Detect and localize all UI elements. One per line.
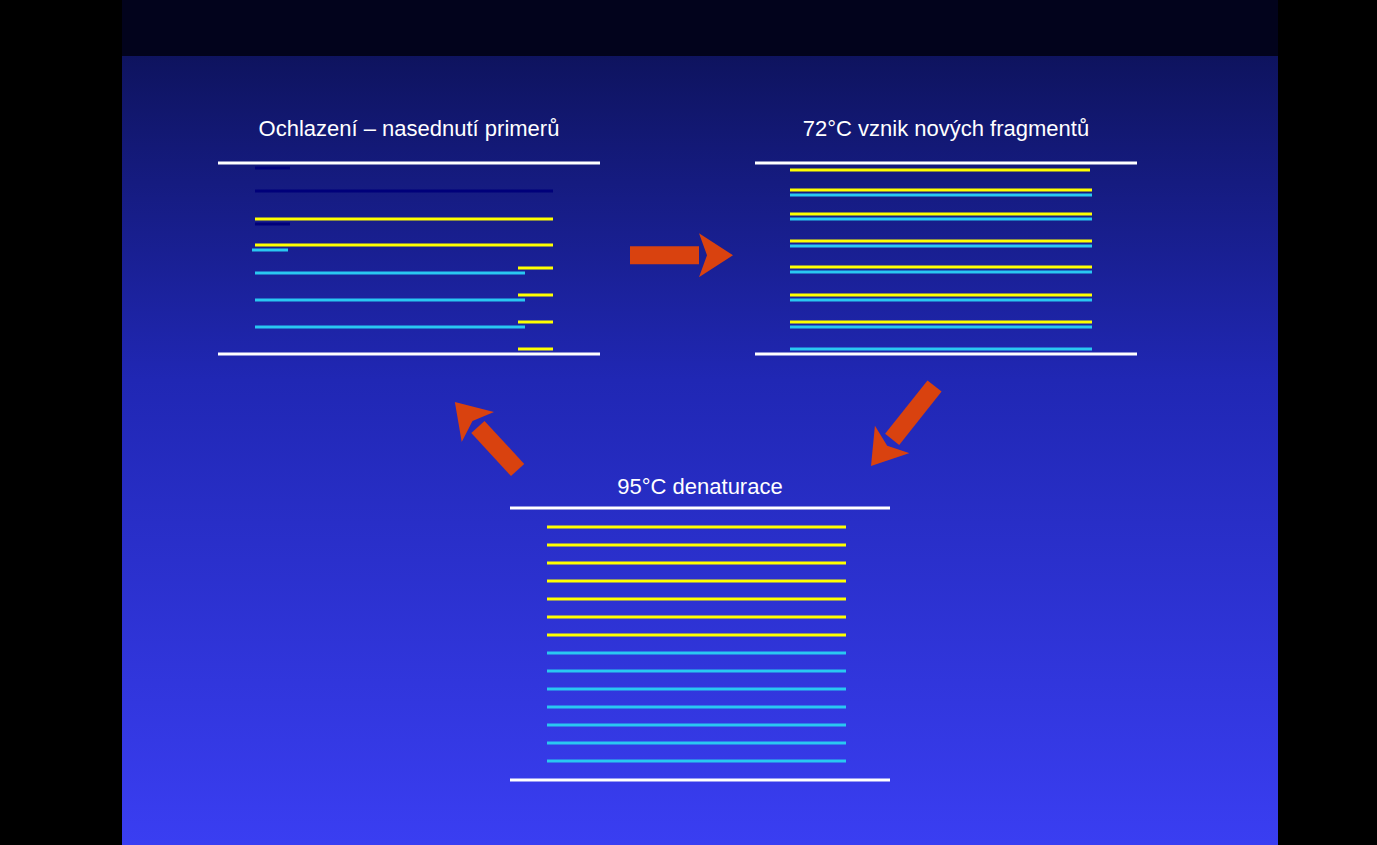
dna-strand: [255, 299, 525, 302]
dna-strand: [790, 271, 1092, 274]
dna-strand: [755, 162, 1137, 165]
cycle-arrow: [630, 246, 699, 264]
dna-strand: [252, 249, 288, 252]
dna-strand: [790, 169, 1090, 172]
dna-strand: [547, 598, 846, 601]
dna-strand: [547, 634, 846, 637]
dna-strand: [790, 294, 1092, 297]
dna-strand: [547, 616, 846, 619]
background: [122, 0, 1278, 845]
dna-strand: [255, 190, 553, 193]
dna-strand: [547, 670, 846, 673]
dna-strand: [547, 706, 846, 709]
dna-strand: [547, 760, 846, 763]
dna-strand: [790, 240, 1092, 243]
dna-strand: [255, 167, 290, 170]
dna-strand: [790, 194, 1092, 197]
step-title: 95°C denaturace: [510, 474, 890, 500]
dna-strand: [255, 326, 525, 329]
dna-strand: [790, 218, 1092, 221]
dna-strand: [790, 326, 1092, 329]
dna-strand: [790, 266, 1092, 269]
dna-strand: [510, 507, 890, 510]
dna-strand: [790, 213, 1092, 216]
pcr-step-panel: Ochlazení – nasednutí primerů: [218, 116, 600, 356]
dna-strand: [510, 779, 890, 782]
cycle-arrow: [892, 386, 934, 439]
dna-strands: [218, 163, 1137, 780]
dna-strand: [547, 526, 846, 529]
dna-strand: [790, 245, 1092, 248]
step-title: Ochlazení – nasednutí primerů: [218, 116, 600, 142]
step-title: 72°C vznik nových fragmentů: [755, 116, 1137, 142]
dna-strand: [547, 544, 846, 547]
dna-strand: [255, 272, 525, 275]
dna-strand: [255, 218, 553, 221]
dna-strand: [218, 353, 600, 356]
dna-strand: [547, 742, 846, 745]
dna-strand: [218, 162, 600, 165]
dna-strand: [790, 299, 1092, 302]
dna-strand: [518, 321, 553, 324]
dna-strand: [547, 688, 846, 691]
cycle-arrow: [478, 427, 518, 470]
dna-strand: [255, 223, 290, 226]
pcr-step-panel: 72°C vznik nových fragmentů: [755, 116, 1137, 356]
dna-strand: [547, 652, 846, 655]
dna-strand: [518, 267, 553, 270]
dna-strand: [255, 244, 553, 247]
dna-strand: [755, 353, 1137, 356]
dna-strand: [547, 724, 846, 727]
dna-strand: [518, 348, 553, 351]
dna-strand: [547, 580, 846, 583]
dna-strand: [790, 348, 1092, 351]
dna-strand: [547, 562, 846, 565]
dna-strand: [790, 189, 1092, 192]
dna-strand: [518, 294, 553, 297]
pcr-step-panel: 95°C denaturace: [510, 474, 890, 782]
dna-strand: [790, 321, 1092, 324]
top-band: [122, 0, 1278, 56]
